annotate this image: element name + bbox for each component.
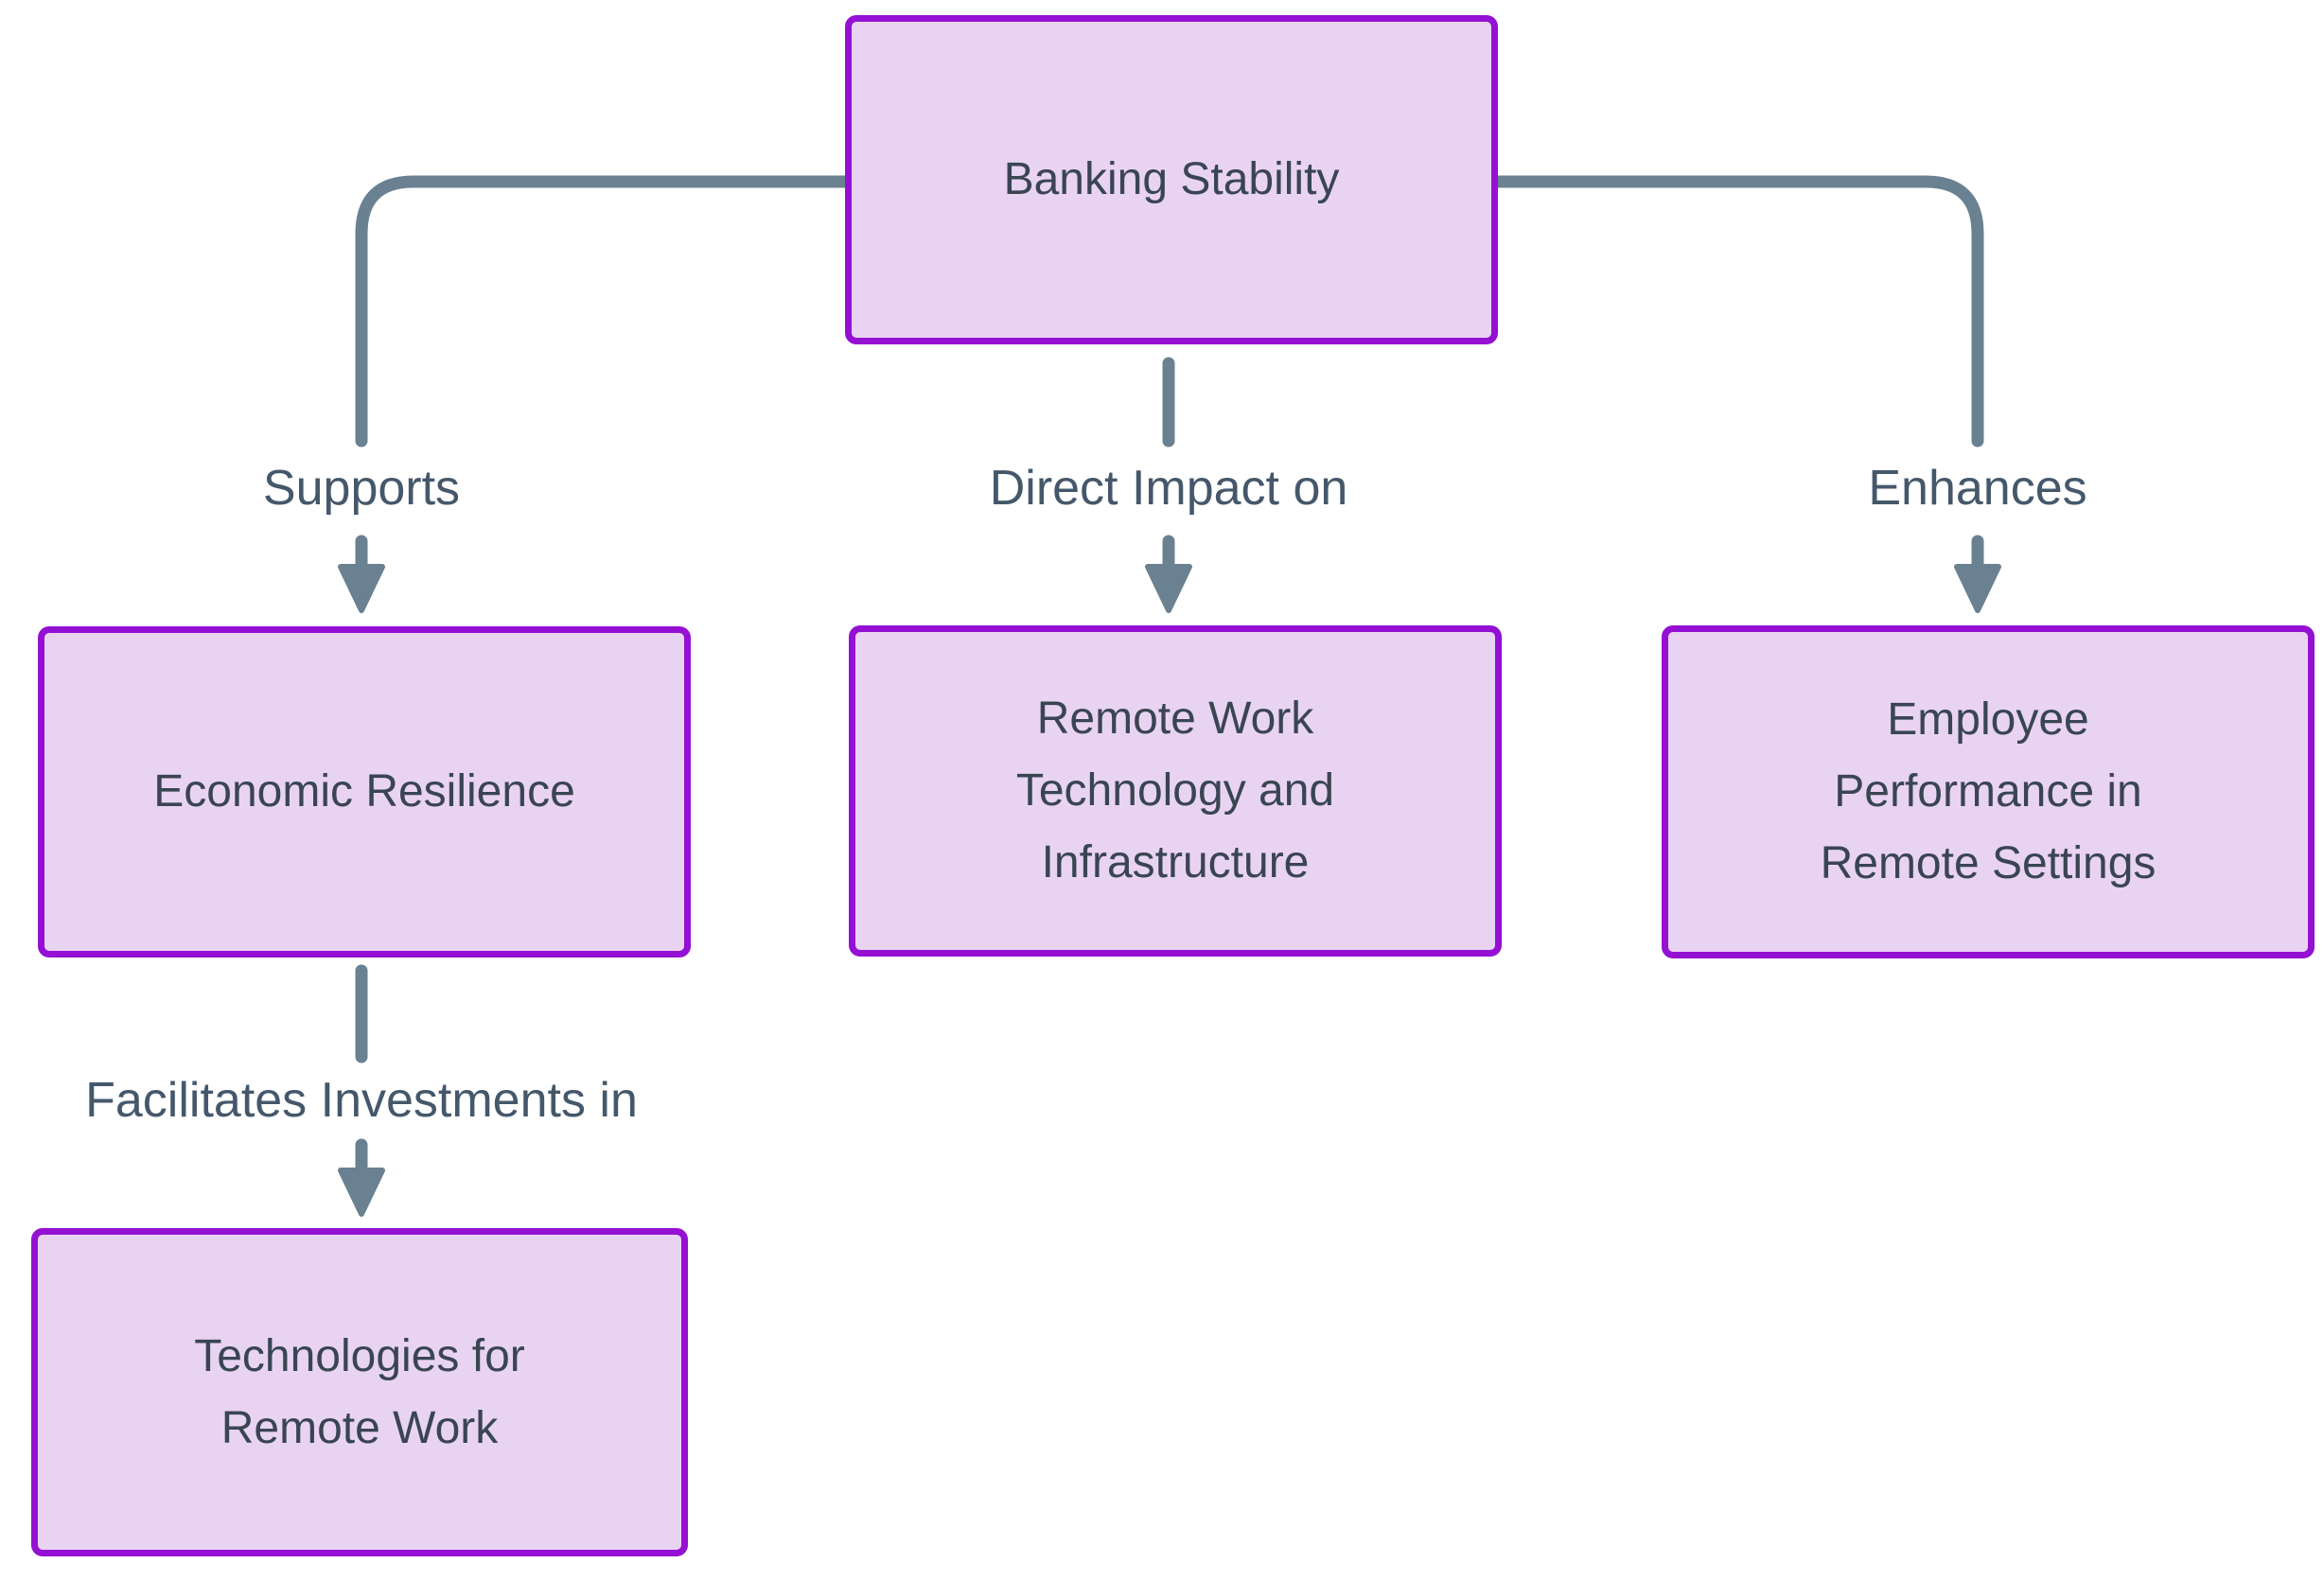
edge-supports-line bbox=[355, 175, 852, 448]
node-banking-stability: Banking Stability bbox=[845, 15, 1498, 344]
node-economic-resilience-label: Economic Resilience bbox=[153, 766, 575, 817]
edge-direct-impact-arrowhead-icon bbox=[1145, 564, 1192, 613]
node-employee-performance: Employee Performance in Remote Settings bbox=[1662, 625, 2315, 958]
node-remote-work-technology: Remote Work Technology and Infrastructur… bbox=[849, 625, 1502, 957]
node-technologies-remote-work: Technologies for Remote Work bbox=[31, 1228, 688, 1556]
edge-label-enhances: Enhances bbox=[1858, 458, 2097, 518]
edge-label-direct-impact-on: Direct Impact on bbox=[979, 458, 1358, 518]
edge-supports-arrowhead-icon bbox=[338, 564, 385, 613]
edge-enhances-arrowhead-icon bbox=[1954, 564, 2001, 613]
edge-label-supports: Supports bbox=[253, 458, 470, 518]
node-remote-work-technology-label: Remote Work Technology and Infrastructur… bbox=[1015, 694, 1335, 887]
node-banking-stability-label: Banking Stability bbox=[1003, 154, 1340, 205]
edge-enhances-line bbox=[1491, 175, 1984, 448]
node-technologies-remote-work-label: Technologies for Remote Work bbox=[194, 1330, 525, 1453]
node-economic-resilience: Economic Resilience bbox=[38, 626, 691, 957]
edge-facilitates-arrowhead-icon bbox=[338, 1168, 385, 1217]
edge-label-facilitates-investments-in: Facilitates Investments in bbox=[76, 1070, 647, 1131]
node-employee-performance-label: Employee Performance in Remote Settings bbox=[1820, 694, 2157, 888]
